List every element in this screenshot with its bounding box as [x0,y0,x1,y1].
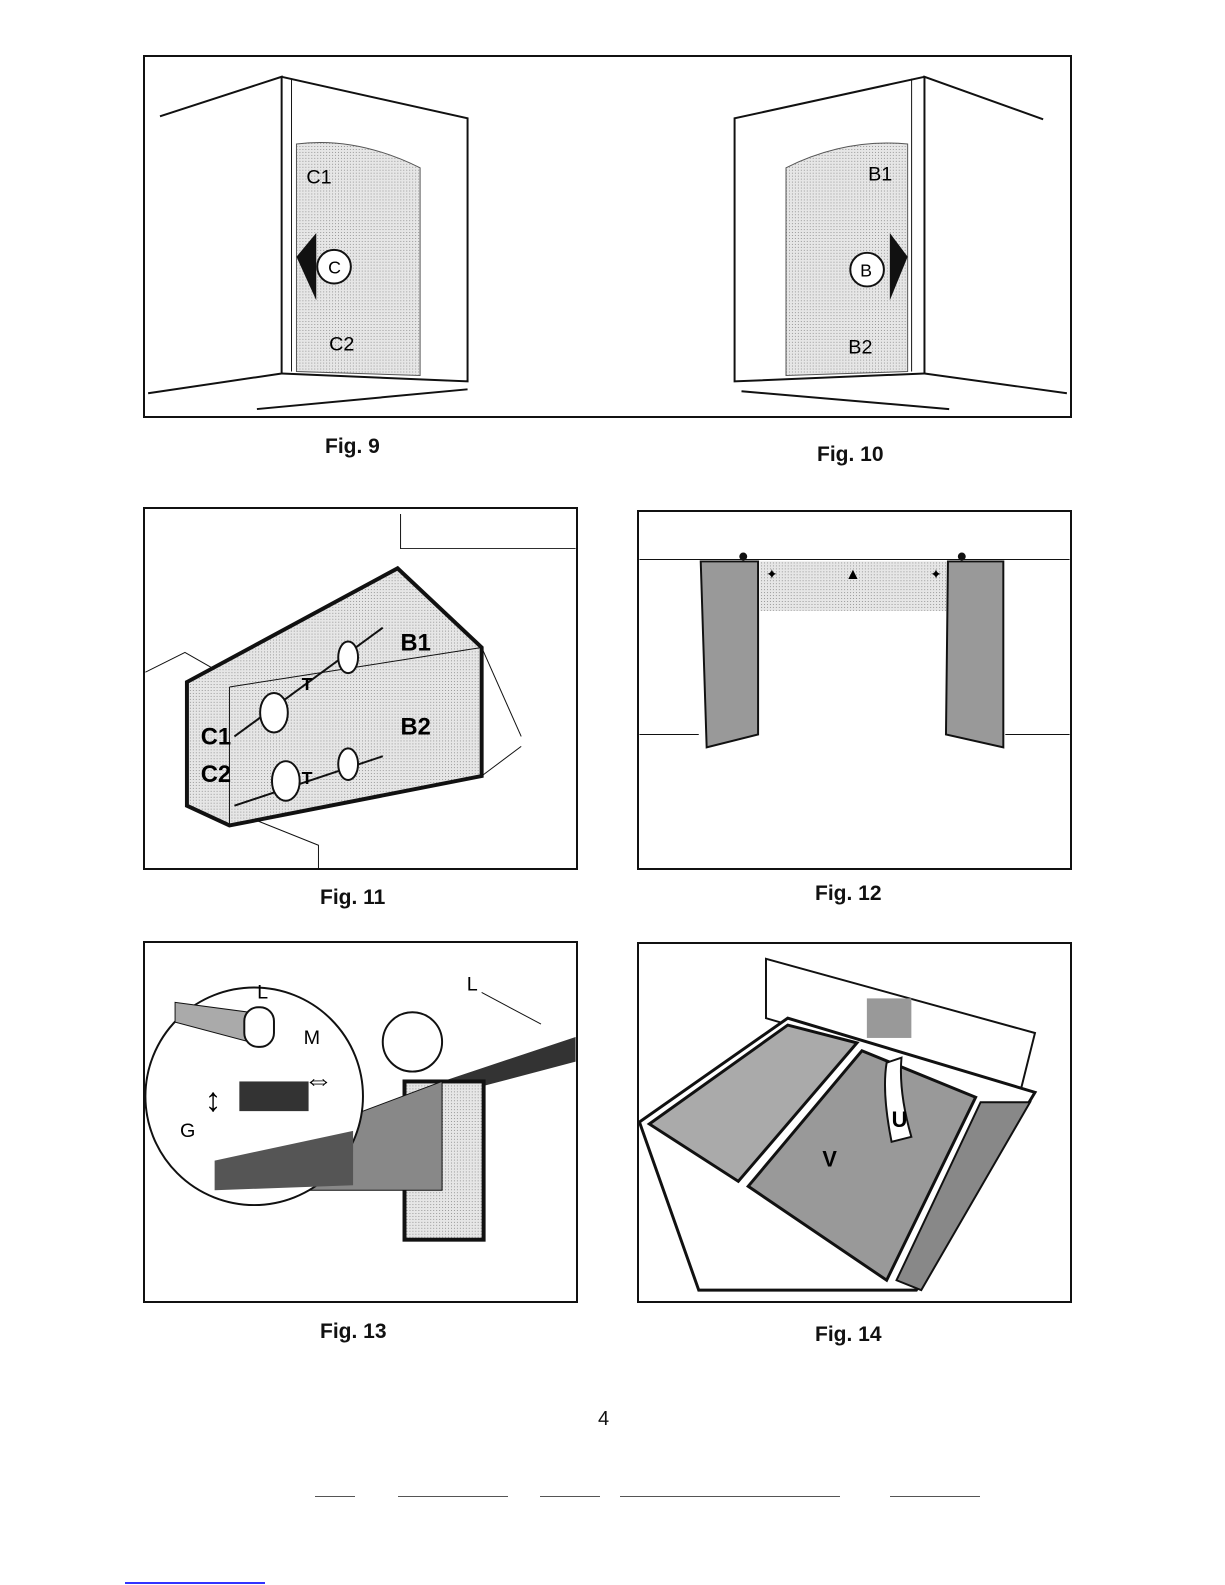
label-t-top: T [302,674,313,694]
label-c1: C1 [306,167,331,189]
caption-fig-10: Fig. 10 [817,443,884,466]
scan-artifact-line [398,1496,508,1497]
label-c2: C2 [329,334,354,356]
caption-fig-9: Fig. 9 [325,435,380,458]
caption-fig-13: Fig. 13 [320,1320,387,1343]
scan-artifact-line [620,1496,840,1497]
cabinet-illustration: C C1 C2 B B1 B2 [147,75,1068,411]
label-g: G [180,1120,195,1142]
figure-14-panel: V U [637,942,1072,1303]
figure-11-panel: T T B1 B2 C1 C2 [143,507,578,870]
caption-fig-11: Fig. 11 [320,886,386,909]
scan-artifact-line [315,1496,355,1497]
figure-12-panel: ✦ ▲ ✦ [637,510,1072,870]
scan-artifact-line [890,1496,980,1497]
hood-between-cabinets-illustration: ✦ ▲ ✦ [639,552,1070,749]
svg-text:✦: ✦ [766,566,778,582]
label-b1: B1 [401,630,431,656]
figure-9-10-panel: C C1 C2 B B1 B2 [143,55,1072,418]
svg-text:▲: ▲ [845,566,861,583]
label-b1: B1 [868,164,892,186]
label-b2: B2 [848,337,872,359]
label-u: U [892,1107,908,1132]
svg-text:⇔: ⇔ [304,1063,334,1096]
label-c2: C2 [201,762,231,788]
scan-artifact-line [540,1496,600,1497]
figure-13-panel: ↕ ⇔ L M G L [143,941,578,1303]
svg-text:✦: ✦ [930,566,942,582]
label-m: M [304,1027,320,1049]
caption-fig-14: Fig. 14 [815,1323,882,1346]
label-c: C [328,258,341,278]
label-l-right: L [467,973,478,995]
label-b2: B2 [401,714,431,740]
bracket-screw-illustration: T T B1 B2 C1 C2 [145,513,576,868]
label-b: B [860,261,872,281]
label-c1: C1 [201,724,231,750]
grease-filter-illustration: V U [639,957,1038,1292]
hood-mounting-detail-illustration: ↕ ⇔ L M G L [145,973,576,1242]
link-underline[interactable] [125,1582,265,1584]
caption-fig-12: Fig. 12 [815,882,882,905]
label-v: V [822,1147,837,1172]
svg-text:↕: ↕ [205,1082,222,1119]
page-number: 4 [598,1408,610,1430]
label-t-bottom: T [302,768,313,788]
label-l-left: L [257,981,268,1003]
